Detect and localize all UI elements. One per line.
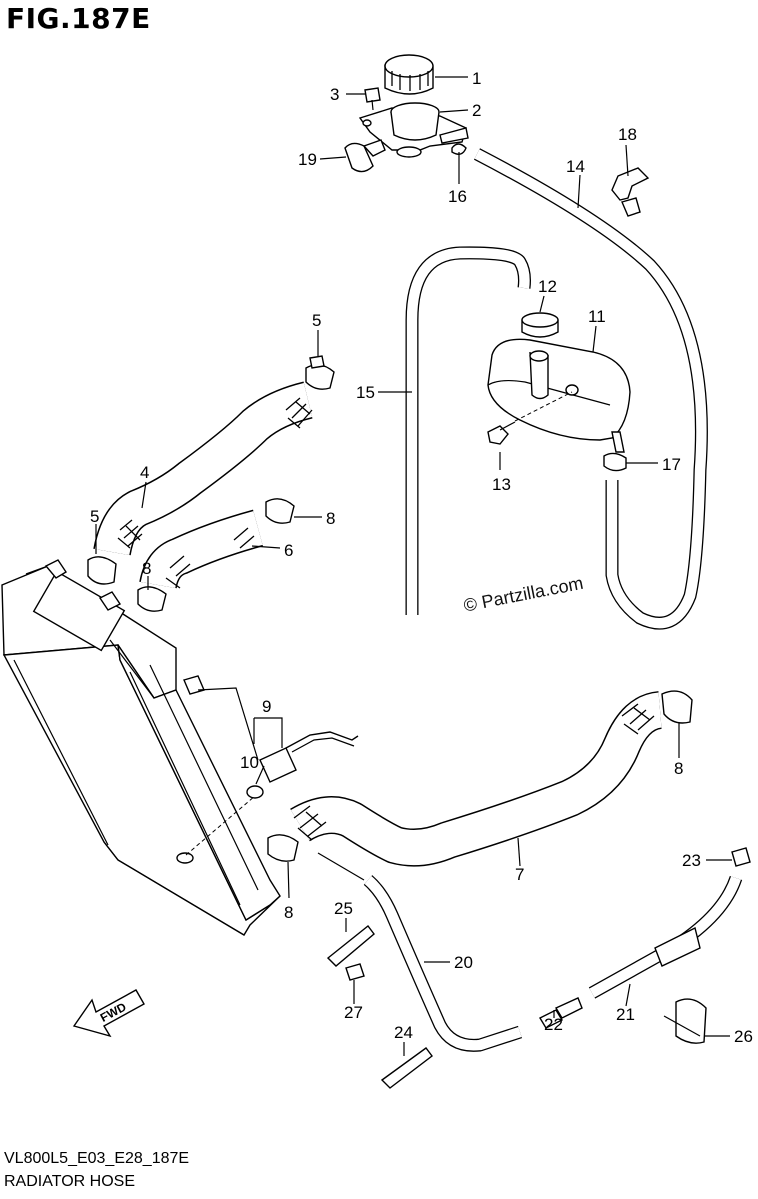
callout-8-a: 8 — [326, 509, 335, 528]
clamp-26 — [663, 998, 707, 1044]
callout-12: 12 — [538, 277, 557, 296]
clamp-5-top — [305, 355, 335, 390]
callout-8-c: 8 — [674, 759, 683, 778]
callout-8-b: 8 — [142, 559, 151, 578]
callout-5-top: 5 — [312, 311, 321, 330]
callout-15: 15 — [356, 383, 375, 402]
callout-2: 2 — [472, 101, 481, 120]
radiator — [1, 559, 281, 936]
fitting-22 — [539, 997, 583, 1029]
callout-11: 11 — [588, 307, 606, 326]
cap-12 — [521, 312, 559, 338]
callout-7: 7 — [515, 865, 524, 884]
hose-20 — [317, 852, 523, 1052]
filler-neck — [358, 102, 469, 158]
hose-7 — [290, 691, 664, 867]
callout-1: 1 — [472, 69, 481, 88]
callout-27: 27 — [344, 1003, 363, 1022]
callout-16: 16 — [448, 187, 467, 206]
hose-6 — [139, 509, 264, 590]
callout-25: 25 — [334, 899, 353, 918]
clamp-8-c — [661, 690, 693, 724]
callout-17: 17 — [662, 455, 681, 474]
thermo-switch — [197, 687, 359, 799]
clamp-5-lower — [87, 556, 117, 585]
figure-title: FIG.187E — [6, 2, 151, 35]
callout-14: 14 — [566, 157, 585, 176]
bolt-13 — [487, 391, 573, 445]
clamp-8-d — [267, 834, 299, 862]
callout-21: 21 — [616, 1005, 635, 1024]
hose-4 — [93, 381, 313, 556]
leader-lines — [95, 76, 732, 1056]
bracket-25 — [326, 925, 375, 967]
figure-name: RADIATOR HOSE — [4, 1173, 135, 1190]
callout-9: 9 — [262, 697, 271, 716]
bolt-3 — [364, 87, 381, 111]
callout-6: 6 — [284, 541, 293, 560]
hose-15 — [405, 246, 531, 615]
bracket-24 — [380, 1047, 433, 1089]
callout-20: 20 — [454, 953, 473, 972]
callout-18: 18 — [618, 125, 637, 144]
fwd-arrow-icon: FWD — [72, 989, 145, 1038]
callout-10: 10 — [240, 753, 259, 772]
callout-labels: 1 2 3 4 5 5 6 7 8 8 8 8 9 10 11 12 13 14… — [90, 69, 753, 1046]
clamp-8-a — [265, 498, 295, 524]
clip-16 — [451, 143, 467, 155]
callout-24: 24 — [394, 1023, 413, 1042]
hose-21 — [588, 875, 743, 999]
callout-5-lower: 5 — [90, 507, 99, 526]
hose-14 — [473, 148, 708, 630]
reservoir-tank — [487, 338, 631, 453]
clamp-23 — [731, 847, 751, 867]
callout-26: 26 — [734, 1027, 753, 1046]
callout-13: 13 — [492, 475, 511, 494]
callout-8-d: 8 — [284, 903, 293, 922]
callout-19: 19 — [298, 150, 317, 169]
clamp-17 — [603, 452, 627, 472]
callout-22: 22 — [544, 1015, 563, 1034]
clamp-18 — [611, 167, 650, 217]
clamp-19 — [344, 139, 386, 173]
callout-23: 23 — [682, 851, 701, 870]
clamp-8-b — [137, 586, 167, 612]
filler-cap — [384, 54, 434, 95]
figure-code: VL800L5_E03_E28_187E — [4, 1150, 190, 1167]
bolt-27 — [345, 963, 365, 981]
callout-3: 3 — [330, 85, 339, 104]
callout-4: 4 — [140, 463, 149, 482]
